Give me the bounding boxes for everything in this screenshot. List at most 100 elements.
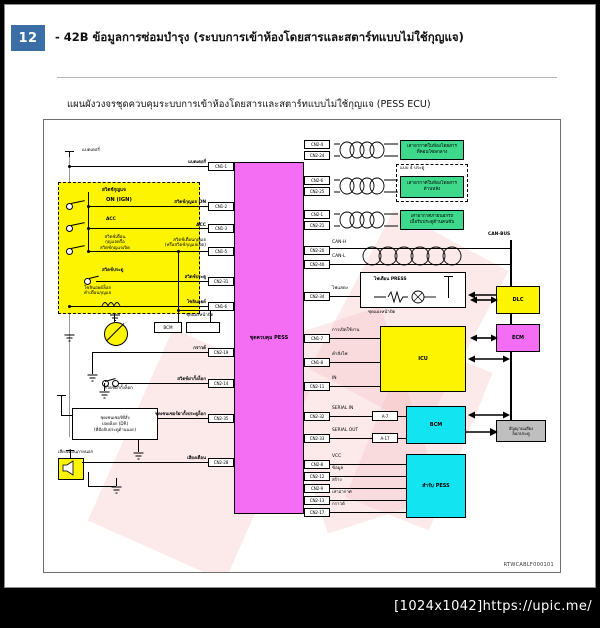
can-pin-box-h[interactable]: CN2-20	[304, 246, 330, 255]
warning-lamp-icon	[104, 322, 128, 346]
receiver-pin-box-3[interactable]: CN2-13	[304, 496, 330, 505]
right-pin-box-a2b[interactable]: CN2-21	[304, 221, 330, 230]
lock-switch-contact-2	[112, 380, 119, 387]
can-bus-text: CAN-BUS	[488, 232, 511, 237]
icu-wire-1	[330, 362, 380, 363]
receiver-pin-box-4[interactable]: CN2-17	[304, 508, 330, 517]
receiver-pin-box-2[interactable]: CN2-9	[304, 484, 330, 493]
horn-gnd-run	[88, 486, 116, 487]
can-pin-box-l[interactable]: CN2-40	[304, 260, 330, 269]
ignition-switch-group	[58, 182, 200, 314]
bcm-to-bus-arrow	[468, 411, 510, 419]
ign-common-bus	[88, 194, 89, 252]
antenna-console-label: เสาอากาศในห้องโดยสารที่คอนโซลกลาง	[407, 144, 457, 155]
left-pin-box-1[interactable]: CN1-2	[208, 202, 234, 211]
pess-ecu-block: ชุดควบคุม PESS	[234, 162, 304, 514]
left-pin-box-8[interactable]: CN2-35	[208, 414, 234, 423]
chassis-ground-icon-1	[87, 374, 98, 382]
horn-wire	[82, 462, 208, 463]
receiver-pin-label-3: เสาอากาศ	[332, 490, 352, 495]
press-lamp-title-text: ไฟเตือน PRESS	[374, 277, 407, 282]
footer-url: [1024x1042]https://upic.me/	[394, 599, 592, 614]
bus-to-ecm-arrow	[470, 334, 498, 342]
left-pin-label-5: โซลินอยด์	[186, 300, 206, 305]
left-pin-box-3[interactable]: CN1-5	[208, 247, 234, 256]
pess-ecu-label: ชุดควบคุม PESS	[249, 334, 289, 341]
chassis-ground-icon-4	[111, 486, 122, 494]
right-pin-box-a1b[interactable]: CN2-25	[304, 187, 330, 196]
footer-bar: [1024x1042]https://upic.me/	[0, 592, 600, 628]
antenna-coil-icon-1	[334, 141, 398, 159]
horn-text: เสียงเตือนภายนอก	[58, 450, 94, 455]
left-pin-box-0[interactable]: CN1-1	[208, 162, 234, 171]
door-sensor-wire	[158, 418, 208, 419]
right-pin-box-a2[interactable]: CN2-1	[304, 210, 330, 219]
serial-pin-box-in[interactable]: CN2-32	[304, 412, 330, 421]
press-pin-label: ไฟแสดง	[332, 286, 348, 291]
circuit-diagram-frame: ชุดควบคุม PESS แบตเตอรี่ สวิตช์กุญแจ ON …	[43, 119, 561, 573]
receiver-pin-box-1[interactable]: CN2-12	[304, 472, 330, 481]
door-switch-label: สวิตช์ประตู	[102, 268, 123, 273]
solenoid-node	[67, 304, 71, 308]
horn-label: เสียงเตือนภายนอก	[58, 450, 93, 455]
receiver-pin-box-0[interactable]: CN2-8	[304, 460, 330, 469]
ground-wire-row	[92, 352, 208, 353]
switch-contact-acc	[66, 225, 73, 232]
document-id: RTWCABLF000101	[503, 562, 554, 568]
left-pin-label-4: สวิตช์ประตู	[184, 275, 206, 280]
door-sensor-gnd-stem	[138, 440, 139, 452]
antenna-coil-icon-3	[334, 211, 398, 229]
ign-wire-on	[88, 206, 208, 207]
right-pin-box-a1[interactable]: CN2-6	[304, 176, 330, 185]
press-panel-caption: ชุดแผงหน้าปัด	[368, 310, 395, 315]
battery-text: แบตเตอรี่	[82, 148, 100, 153]
alarm-block: สัญญาณเสียงล็อกประตู	[496, 420, 546, 442]
left-pin-label-1: สวิตช์กุญแจ ON	[174, 200, 206, 205]
four-door-note-text: แบบ 4 ประตู	[400, 166, 425, 171]
ignition-subtitle: ON (IGN)	[106, 197, 132, 203]
left-pin-box-6[interactable]: CN2-19	[208, 348, 234, 357]
horn-case-stem	[70, 450, 71, 458]
acc-text: ACC	[106, 217, 116, 222]
left-pin-box-4[interactable]: CN2-31	[208, 277, 234, 286]
left-pin-box-9[interactable]: CN2-28	[208, 458, 234, 467]
right-pin-box-a0b[interactable]: CN2-24	[304, 151, 330, 160]
horn-speaker-glyph	[62, 460, 74, 476]
serial-tap-a17[interactable]: A-17	[372, 433, 398, 443]
ground-wire-drop	[92, 352, 93, 374]
icu-pin-box-0[interactable]: CN1-7	[304, 334, 330, 343]
bcm-block: BCM	[406, 406, 466, 444]
right-pin-box-a0[interactable]: CN2-4	[304, 140, 330, 149]
panel-branch-node-a	[176, 249, 180, 253]
ecm-block: ECM	[496, 324, 540, 352]
alarm-label: สัญญาณเสียงล็อกประตู	[508, 425, 534, 436]
antenna-block-console: เสาอากาศในห้องโดยสารที่คอนโซลกลาง	[400, 140, 464, 160]
press-pin-box[interactable]: CN2-34	[304, 292, 330, 301]
serial-out-label: SERIAL OUT	[332, 428, 359, 433]
left-pin-box-7[interactable]: CN2-14	[208, 379, 234, 388]
left-pin-label-9: เสียงเตือน	[187, 456, 206, 461]
icu-pin-box-1[interactable]: CN1-8	[304, 358, 330, 367]
serial-in-wire	[330, 416, 372, 417]
icu-pin-box-2[interactable]: CN2-11	[304, 382, 330, 391]
left-pin-label-3: สวิตช์เตือนกุญแจ(หรือสวิตช์กุญแจเปิด)	[164, 238, 206, 249]
antenna-block-rear: เสาอากาศในห้องโดยสารด้านหลัง	[400, 176, 464, 198]
ign-wire-acc	[88, 228, 208, 229]
left-pin-box-5[interactable]: CN1-6	[208, 302, 234, 311]
serial-pin-box-out[interactable]: CN2-33	[304, 434, 330, 443]
press-wire	[330, 296, 360, 297]
icu-pin-label-0: การเปิดใช้งาน	[332, 328, 360, 333]
press-panel-caption-text: ชุดแผงหน้าปัด	[368, 310, 396, 315]
left-pin-box-2[interactable]: CN1-3	[208, 224, 234, 233]
can-h-wire	[330, 248, 510, 249]
receiver-wire-1	[330, 476, 406, 477]
antenna-coil-icon-2	[334, 177, 398, 195]
icu-wire-0	[330, 338, 380, 339]
press-lamp-supply	[448, 276, 449, 298]
document-header: 12 - 42B ข้อมูลการซ่อมบำรุง (ระบบการเข้า…	[5, 23, 597, 57]
serial-tap-a7[interactable]: A-7	[372, 411, 398, 421]
page-title: - 42B ข้อมูลการซ่อมบำรุง (ระบบการเข้าห้อ…	[55, 30, 464, 44]
solenoid-wire	[69, 306, 208, 307]
four-door-note: แบบ 4 ประตู	[400, 166, 424, 171]
serial-in-label: SERIAL IN	[332, 406, 354, 411]
